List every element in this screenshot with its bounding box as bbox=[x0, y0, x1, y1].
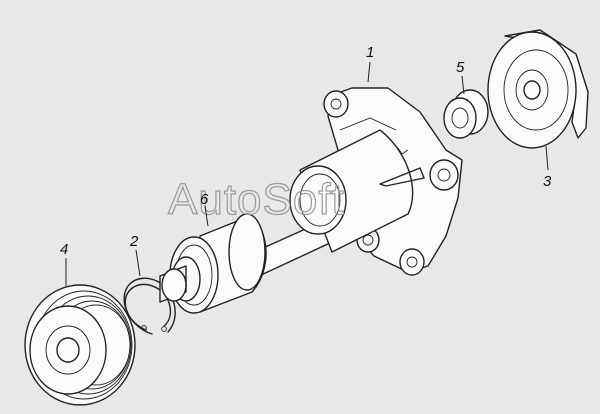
leader-line-3 bbox=[545, 145, 549, 171]
leader-line-6 bbox=[204, 205, 209, 227]
leader-line-2 bbox=[135, 249, 141, 277]
part-label-1: 1 bbox=[366, 44, 374, 61]
impeller-part bbox=[487, 29, 589, 149]
pump-housing-part bbox=[289, 87, 463, 276]
part-label-3: 3 bbox=[543, 173, 552, 190]
watermark-text: AutoSoft bbox=[168, 175, 345, 224]
leader-line-5 bbox=[461, 75, 465, 95]
shaft-bearing-part bbox=[159, 213, 346, 314]
part-label-4: 4 bbox=[60, 241, 68, 258]
leader-line-1 bbox=[367, 61, 371, 83]
pulley-part bbox=[24, 284, 136, 406]
part-label-5: 5 bbox=[456, 59, 465, 76]
retaining-ring-part bbox=[123, 277, 176, 335]
part-label-2: 2 bbox=[129, 233, 139, 250]
seal-part bbox=[443, 89, 489, 139]
part-label-6: 6 bbox=[200, 191, 209, 208]
